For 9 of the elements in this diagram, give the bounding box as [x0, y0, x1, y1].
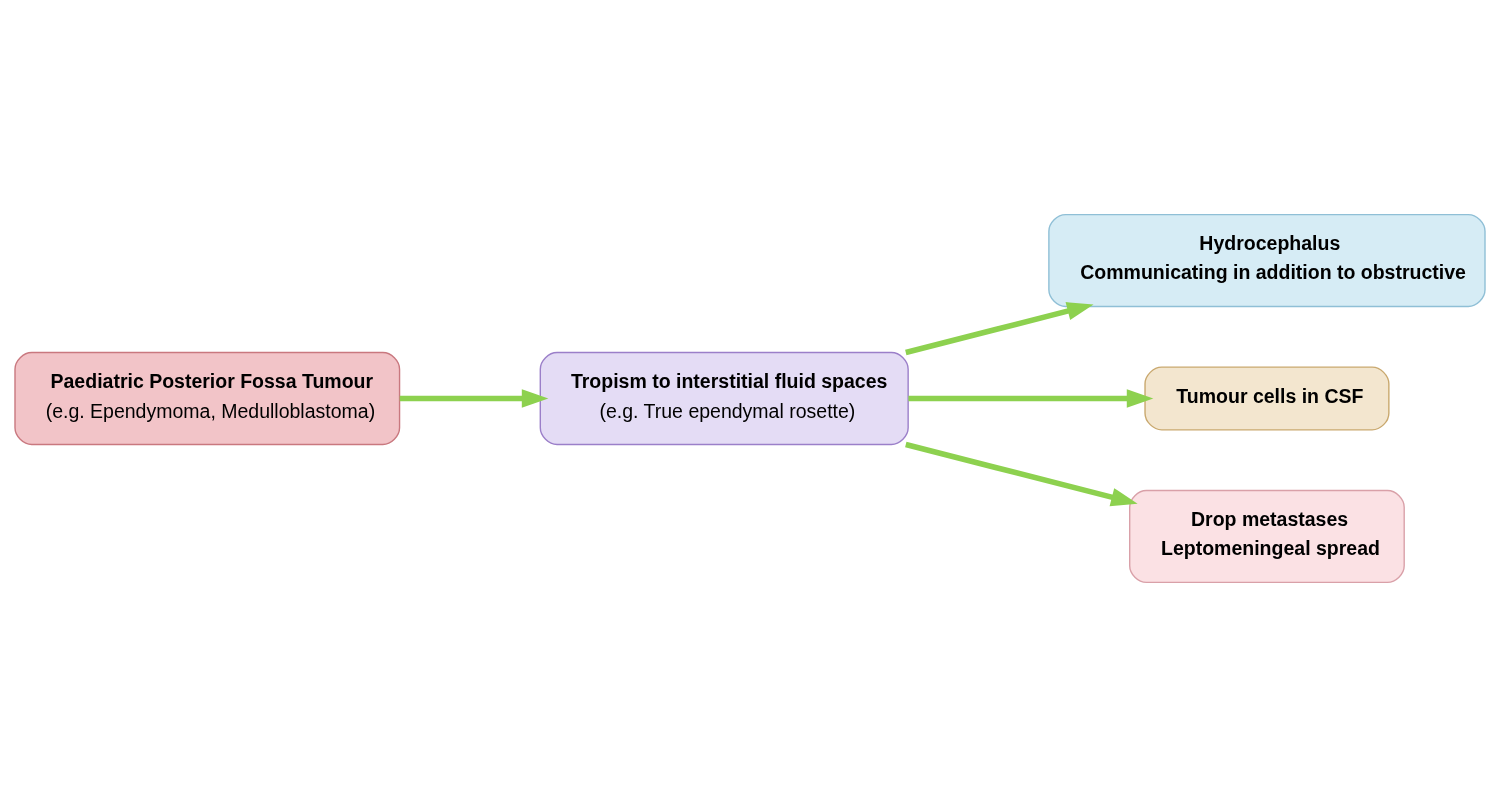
arrow: [399, 389, 549, 408]
node-box: Tumour cells in CSF: [1144, 366, 1390, 431]
node-box: Tropism to interstitial fluid spaces (e.g. True ependymal rosette): [539, 351, 909, 446]
node-box: Paediatric Posterior Fossa Tumour (e.g. Ependymoma, Medulloblastoma): [14, 351, 401, 446]
arrow: [905, 302, 1094, 356]
node-box: Hydrocephalus Communicating in addition to obstructive: [1048, 213, 1486, 308]
arrow: [905, 441, 1138, 507]
node-box: Drop metastases Leptomeningeal spread: [1129, 489, 1405, 584]
arrow: [908, 389, 1154, 408]
